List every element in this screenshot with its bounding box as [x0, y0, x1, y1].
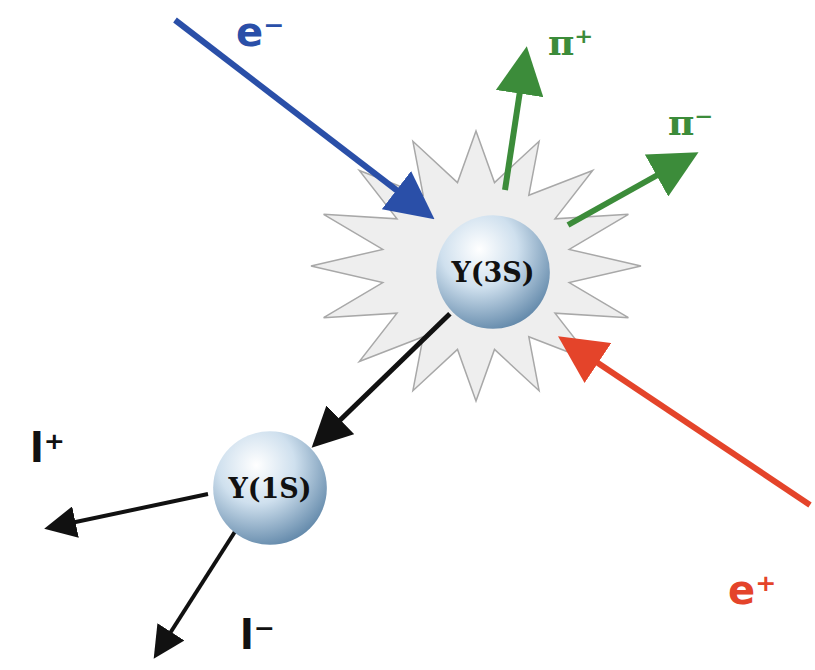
particle-name: Υ(1S): [228, 473, 311, 504]
pion-minus-arrow: [568, 158, 688, 225]
particle-label: e⁺: [728, 570, 776, 610]
decay-arrow: [319, 314, 450, 441]
particle-label: l⁻: [240, 615, 275, 655]
positron-arrow: [568, 343, 810, 505]
particle-label: e⁻: [236, 12, 284, 52]
pion-plus-arrow: [505, 58, 525, 190]
meson-sphere: Υ(1S): [212, 430, 328, 546]
particle-label: π⁺: [548, 24, 593, 60]
particle-label: π⁻: [668, 104, 713, 140]
lepton-plus-arrow: [52, 494, 208, 527]
particle-label: l⁺: [30, 428, 65, 468]
meson-sphere: Υ(3S): [435, 214, 551, 330]
lepton-minus-arrow: [158, 530, 236, 652]
particle-name: Υ(3S): [451, 257, 534, 288]
electron-arrow: [175, 20, 425, 212]
